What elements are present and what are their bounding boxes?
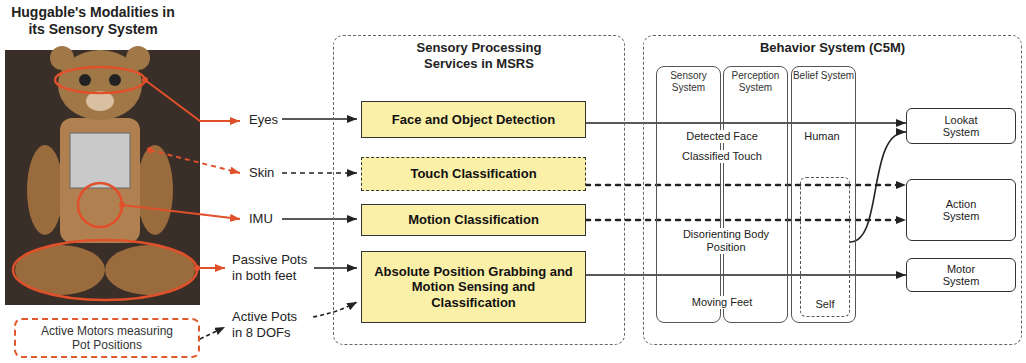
text-label: Disorienting Body Position <box>674 228 778 254</box>
system-box: Lookat System <box>906 108 1016 144</box>
text-label: Passive Pots in both feet <box>230 252 312 283</box>
node-text: Perception System <box>724 70 787 93</box>
system-column: Belief SystemSelf <box>791 66 856 323</box>
node-text: Sensory System <box>657 70 720 93</box>
text-label: Active Pots in 8 DOFs <box>230 309 312 340</box>
process-box: Motion Classification <box>361 204 586 236</box>
leader-lines <box>122 80 240 268</box>
system-box: Action System <box>906 179 1016 241</box>
node-text: Action System <box>931 198 991 222</box>
process-box: Touch Classification <box>361 157 586 191</box>
connector <box>586 219 906 222</box>
node-text: Active Motors measuring Pot Positions <box>32 324 182 352</box>
text-label: Skin <box>247 165 276 181</box>
system-column: Sensory System <box>656 66 721 323</box>
callout-box: Active Motors measuring Pot Positions <box>14 318 200 358</box>
node-text: Belief System <box>792 70 855 82</box>
belief-region: Self <box>800 177 850 317</box>
text-label: Classified Touch <box>680 150 764 163</box>
connector <box>586 122 906 124</box>
text-label: Moving Feet <box>690 296 755 309</box>
process-box: Absolute Position Grabbing and Motion Se… <box>361 251 586 323</box>
node-text: Motor System <box>931 263 991 287</box>
node-text: Self <box>816 298 835 310</box>
text-label: Detected Face <box>684 130 760 143</box>
text-label: IMU <box>247 211 275 227</box>
section-heading: Huggable's Modalities in its Sensory Sys… <box>8 4 178 38</box>
node-text: Absolute Position Grabbing and Motion Se… <box>374 264 574 311</box>
node-text: Face and Object Detection <box>392 112 555 128</box>
leader-dots <box>119 77 200 271</box>
connector <box>586 184 906 187</box>
text-label: Human <box>802 130 841 143</box>
callout-outlines <box>13 67 197 300</box>
system-column: Perception System <box>723 66 788 323</box>
connector <box>850 132 906 242</box>
group-panel: Sensory Processing Services in MSRS Face … <box>333 35 625 345</box>
node-text: Touch Classification <box>410 166 536 182</box>
connector <box>586 274 906 276</box>
node-text: Lookat System <box>931 114 991 138</box>
robot-photo <box>5 46 200 305</box>
text-label: Eyes <box>247 112 280 128</box>
node-text: Sensory Processing Services in MSRS <box>389 40 569 71</box>
node-text: Motion Classification <box>408 212 539 228</box>
process-box: Face and Object Detection <box>361 101 586 138</box>
system-box: Motor System <box>906 258 1016 292</box>
node-text: Behavior System (C5M) <box>743 40 923 56</box>
